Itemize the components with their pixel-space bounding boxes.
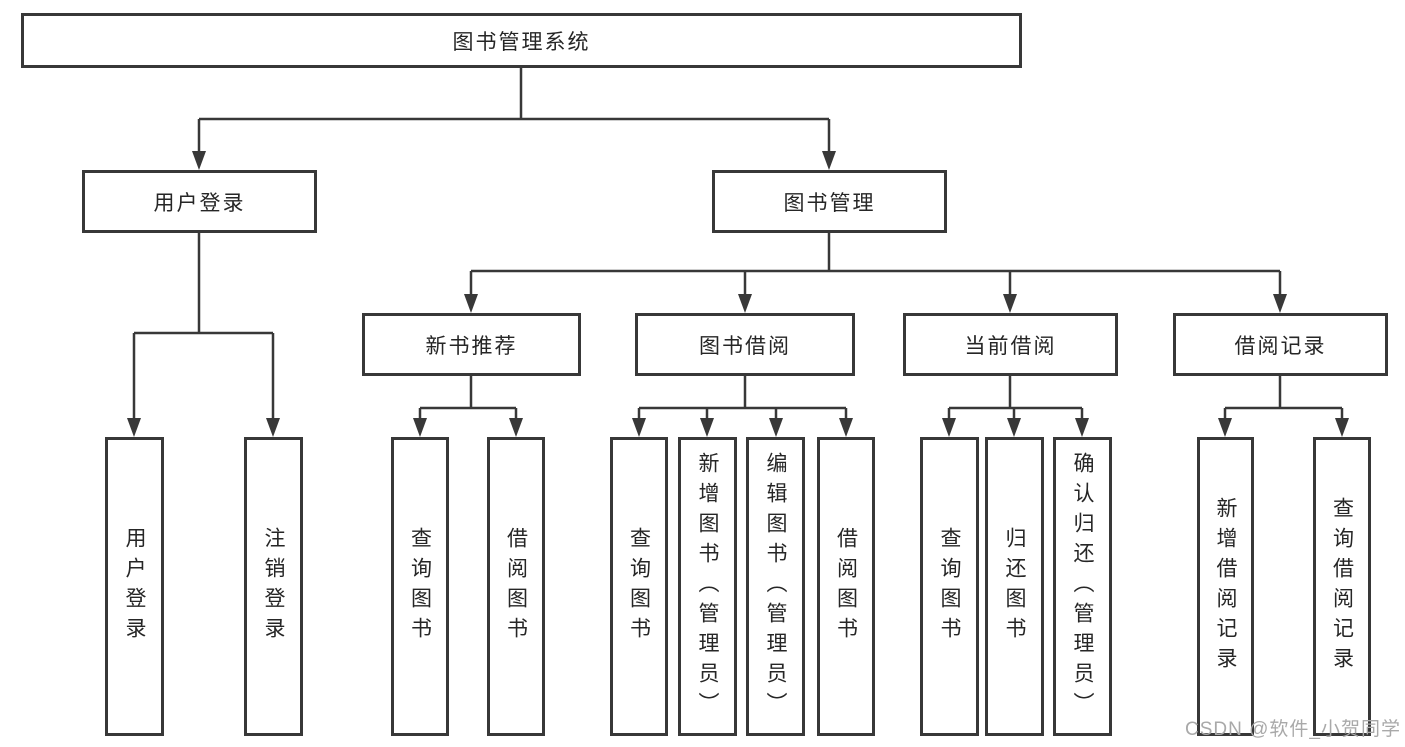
node-label: 归还图书 bbox=[1003, 526, 1026, 647]
leaf-borrowing-query-book: 查询图书 bbox=[610, 437, 668, 736]
leaf-current-query-book: 查询图书 bbox=[920, 437, 979, 736]
node-label: 借阅图书 bbox=[504, 526, 528, 647]
node-label: 用户登录 bbox=[123, 526, 146, 647]
node-borrowing-records: 借阅记录 bbox=[1173, 313, 1388, 376]
node-root-system: 图书管理系统 bbox=[21, 13, 1022, 68]
node-label: 新增图书（管理员） bbox=[696, 451, 719, 722]
node-user-login: 用户登录 bbox=[82, 170, 317, 233]
node-book-borrowing: 图书借阅 bbox=[635, 313, 855, 376]
node-label: 新书推荐 bbox=[425, 334, 518, 358]
node-label: 查询图书 bbox=[938, 526, 961, 647]
csdn-watermark: CSDN @软件_小贺同学 bbox=[1185, 719, 1401, 740]
connector-lines bbox=[132, 68, 1344, 420]
node-label: 编辑图书（管理员） bbox=[764, 451, 787, 722]
leaf-borrowing-edit-book-admin: 编辑图书（管理员） bbox=[746, 437, 805, 736]
node-current-borrowing: 当前借阅 bbox=[903, 313, 1118, 376]
node-new-book-recommend: 新书推荐 bbox=[362, 313, 581, 376]
leaf-logout-login: 注销登录 bbox=[244, 437, 303, 736]
node-label: 查询图书 bbox=[408, 526, 432, 647]
node-label: 查询借阅记录 bbox=[1330, 496, 1354, 677]
leaf-records-add-record: 新增借阅记录 bbox=[1197, 437, 1254, 736]
node-label: 查询图书 bbox=[627, 526, 651, 647]
arrowheads bbox=[127, 151, 1349, 437]
node-label: 借阅记录 bbox=[1234, 334, 1327, 358]
leaf-recommend-borrow-book: 借阅图书 bbox=[487, 437, 545, 736]
leaf-user-login: 用户登录 bbox=[105, 437, 164, 736]
leaf-recommend-query-book: 查询图书 bbox=[391, 437, 449, 736]
leaf-borrowing-add-book-admin: 新增图书（管理员） bbox=[678, 437, 737, 736]
node-label: 当前借阅 bbox=[964, 334, 1057, 358]
leaf-records-query-record: 查询借阅记录 bbox=[1313, 437, 1371, 736]
node-label: 确认归还（管理员） bbox=[1071, 451, 1094, 722]
node-label: 图书借阅 bbox=[699, 334, 791, 358]
node-label: 图书管理系统 bbox=[452, 30, 591, 54]
node-book-management: 图书管理 bbox=[712, 170, 947, 233]
node-label: 借阅图书 bbox=[834, 526, 858, 647]
node-label: 用户登录 bbox=[153, 191, 246, 215]
leaf-borrowing-borrow-book: 借阅图书 bbox=[817, 437, 875, 736]
node-label: 图书管理 bbox=[783, 191, 876, 215]
node-label: 注销登录 bbox=[262, 526, 285, 647]
leaf-current-confirm-return-admin: 确认归还（管理员） bbox=[1053, 437, 1112, 736]
leaf-current-return-book: 归还图书 bbox=[985, 437, 1044, 736]
node-label: 新增借阅记录 bbox=[1214, 496, 1237, 677]
